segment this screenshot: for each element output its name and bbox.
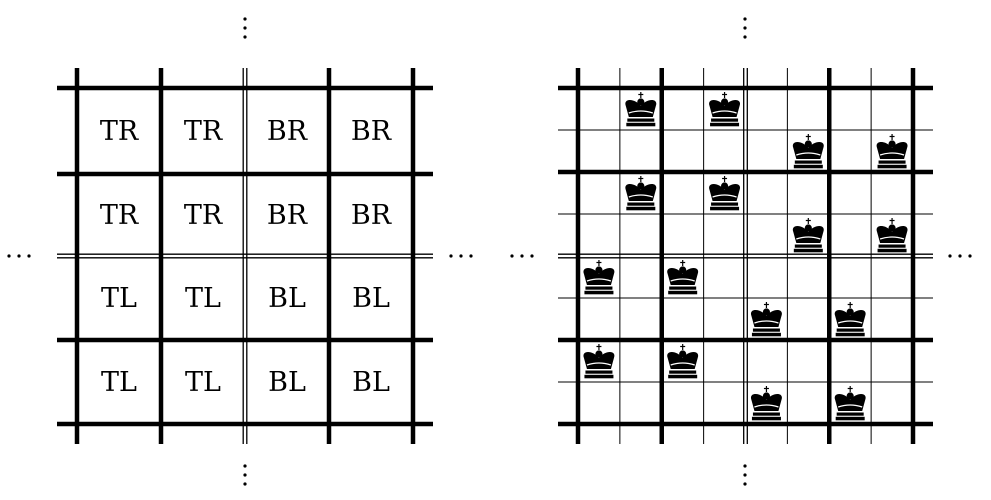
king-piece [625, 176, 657, 211]
king-piece [750, 302, 782, 337]
continuation-top-left-board [243, 17, 247, 39]
king-piece [792, 134, 824, 169]
continuation-bottom-left-board [243, 464, 247, 486]
cell-label-bl: BL [352, 283, 390, 314]
continuation-ellipses [7, 17, 972, 486]
cell-label-tr: TR [100, 116, 139, 147]
continuation-before-right-board [510, 254, 534, 258]
cell-label-br: BR [351, 116, 392, 147]
cell-label-tr: TR [100, 200, 139, 231]
king-piece [583, 344, 615, 379]
continuation-right-edge [948, 254, 972, 258]
cell-label-tl: TL [185, 367, 221, 398]
king-piece [625, 92, 657, 127]
cell-label-bl: BL [352, 367, 390, 398]
cell-label-br: BR [351, 200, 392, 231]
king-piece [709, 92, 741, 127]
cell-label-tl: TL [101, 367, 137, 398]
continuation-top-right-board [743, 17, 747, 39]
left-quadrant-grid: TR TR BR BR TR TR BR BR TL TL BL BL TL TL BL BL [57, 68, 433, 444]
continuation-bottom-right-board [743, 464, 747, 486]
king-piece [876, 134, 908, 169]
cell-label-br: BR [267, 200, 308, 231]
right-kings-board [558, 68, 933, 444]
king-piece [834, 302, 866, 337]
king-piece [667, 260, 699, 295]
king-piece [834, 386, 866, 421]
continuation-between-boards [449, 254, 473, 258]
king-piece [709, 176, 741, 211]
cell-label-bl: BL [268, 367, 306, 398]
cell-label-tr: TR [184, 200, 223, 231]
cell-label-tl: TL [185, 283, 221, 314]
cell-label-br: BR [267, 116, 308, 147]
cell-label-bl: BL [268, 283, 306, 314]
king-piece [792, 218, 824, 253]
king-piece [876, 218, 908, 253]
continuation-left-edge [7, 254, 31, 258]
cell-label-tl: TL [101, 283, 137, 314]
king-piece [667, 344, 699, 379]
king-piece [583, 260, 615, 295]
cell-label-tr: TR [184, 116, 223, 147]
king-piece [750, 386, 782, 421]
